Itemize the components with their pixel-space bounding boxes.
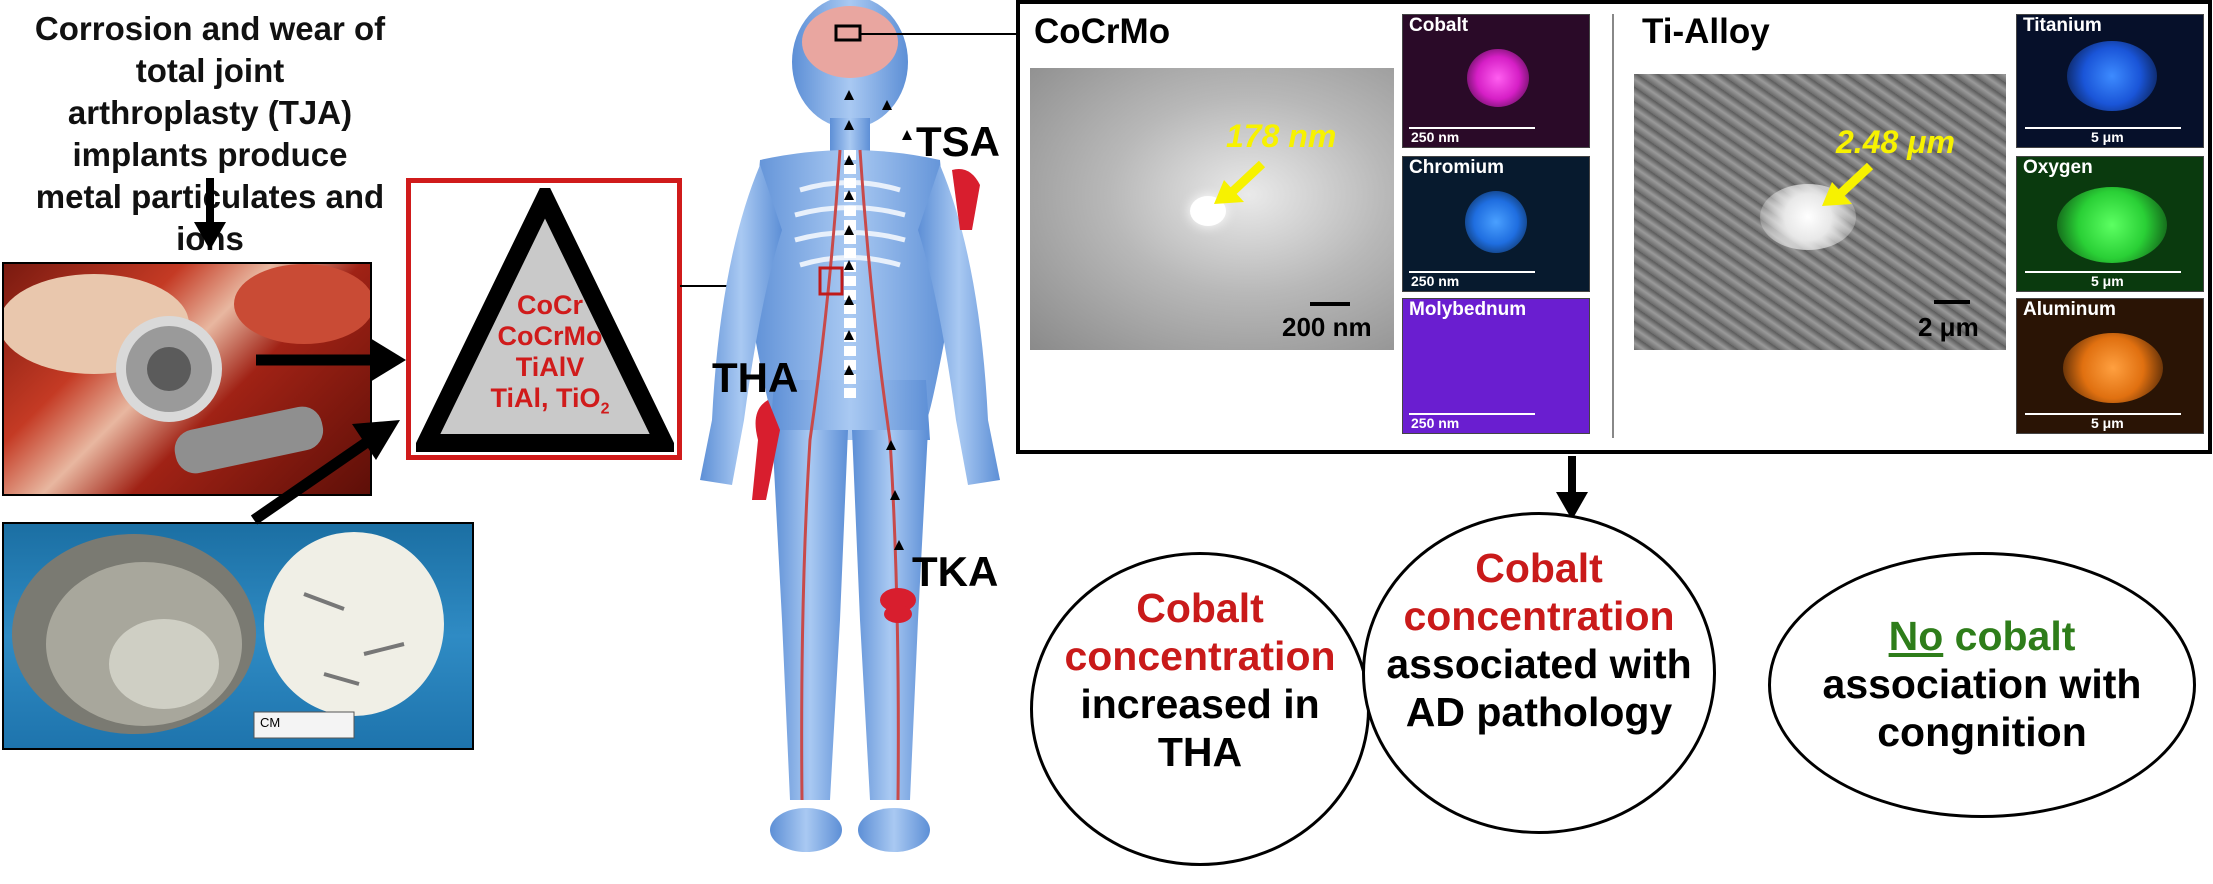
finding-cognition-blk-2: congnition	[1877, 709, 2087, 755]
finding-ad-red-2: concentration	[1403, 593, 1675, 639]
finding-tha-blk-2: THA	[1157, 729, 1243, 775]
finding-tha-red-2: concentration	[1064, 633, 1336, 679]
aluminum-scale-text: 5 μm	[2091, 415, 2124, 431]
finding-cognition-text: No cobalt association with congnition	[1768, 612, 2196, 756]
tialloy-title: Ti-Alloy	[1642, 12, 1770, 51]
intro-line-1: Corrosion and wear of total joint	[34, 10, 386, 89]
cobalt-map: Cobalt 250 nm	[1402, 14, 1590, 148]
titanium-scale-bar	[2025, 127, 2181, 129]
aluminum-map-label: Aluminum	[2023, 299, 2116, 320]
oxygen-signal	[2057, 187, 2167, 263]
implant-cups-illustration	[12, 532, 444, 739]
chromium-scale-text: 250 nm	[1411, 273, 1460, 289]
particle-types: CoCr CoCrMo TiAlV TiAl, TiO2	[460, 290, 640, 424]
cobalt-scale-text: 250 nm	[1411, 129, 1460, 145]
molybdenum-map-label: Molybednum	[1409, 299, 1527, 320]
retrieved-implants-photo: CM	[2, 522, 474, 750]
finding-cognition-ellipse	[1768, 552, 2196, 818]
chromium-map: Chromium 250 nm	[1402, 156, 1590, 292]
down-arrow-icon	[194, 178, 226, 250]
implant-photo-illustration	[4, 264, 370, 474]
particle-tialv: TiAlV	[515, 352, 585, 382]
finding-tha-blk-1: increased in	[1080, 681, 1320, 727]
oxygen-scale-text: 5 μm	[2091, 273, 2124, 289]
tialloy-sem-image	[1634, 74, 2006, 350]
tialloy-pointer-arrow-icon	[1822, 162, 1874, 206]
tialloy-scale-text: 2 μm	[1918, 312, 1979, 342]
molybdenum-map: Molybednum 250 nm	[1402, 298, 1590, 434]
titanium-scale-text: 5 μm	[2091, 129, 2124, 145]
ruler-label: CM	[260, 715, 281, 730]
label-tsa: TSA	[916, 118, 1000, 165]
cobalt-scale-bar	[1409, 127, 1535, 129]
particle-cocrmo: CoCrMo	[497, 321, 603, 351]
oxygen-map-label: Oxygen	[2023, 157, 2093, 178]
triangle-icon	[416, 188, 674, 452]
finding-ad-text: Cobalt concentration associated with AD …	[1362, 544, 1716, 736]
human-body-figure	[700, 0, 1000, 852]
cocrmo-scale-bar	[1310, 302, 1350, 306]
titanium-map: Titanium 5 μm	[2016, 14, 2204, 148]
panel-divider	[1612, 14, 1614, 438]
finding-cognition-green: No cobalt	[1888, 613, 2076, 659]
label-tha: THA	[712, 354, 799, 401]
finding-ad-red-1: Cobalt	[1475, 545, 1603, 591]
brain-to-panel-line	[860, 33, 1018, 35]
chromium-scale-bar	[1409, 271, 1535, 273]
particle-tial-tio2: TiAl, TiO2	[490, 383, 610, 418]
cocrmo-pointer-arrow-icon	[1214, 160, 1266, 204]
aluminum-map: Aluminum 5 μm	[2016, 298, 2204, 434]
finding-ad-ellipse	[1362, 512, 1716, 834]
titanium-signal	[2067, 41, 2157, 111]
oxygen-scale-bar	[2025, 271, 2181, 273]
aluminum-signal	[2063, 333, 2163, 403]
cocrmo-scale-text: 200 nm	[1282, 312, 1372, 342]
intro-line-2: arthroplasty (TJA) implants produce	[67, 94, 353, 173]
oxygen-map: Oxygen 5 μm	[2016, 156, 2204, 292]
titanium-map-label: Titanium	[2023, 15, 2102, 36]
particle-cocr: CoCr	[517, 290, 583, 320]
aluminum-scale-bar	[2025, 413, 2181, 415]
surgical-implant-photo	[2, 262, 372, 496]
finding-cognition-blk-1: association with	[1822, 661, 2142, 707]
photos-to-triangle-arrows	[250, 338, 406, 525]
chromium-signal	[1465, 191, 1527, 253]
tialloy-size-label: 2.48 μm	[1836, 124, 1955, 160]
cocrmo-size-label: 178 nm	[1226, 118, 1337, 154]
cocrmo-title: CoCrMo	[1034, 12, 1171, 51]
tialloy-scale-bar	[1934, 300, 1970, 304]
panel-down-arrow-icon	[1556, 456, 1588, 520]
molybdenum-scale-text: 250 nm	[1411, 415, 1460, 431]
cobalt-map-label: Cobalt	[1409, 15, 1469, 36]
chromium-map-label: Chromium	[1409, 157, 1504, 178]
finding-tha-text: Cobalt concentration increased in THA	[1030, 584, 1370, 776]
label-tka: TKA	[912, 548, 999, 595]
finding-ad-blk-1: associated with	[1386, 641, 1692, 687]
cobalt-signal	[1467, 49, 1529, 107]
finding-tha-red-1: Cobalt	[1136, 585, 1264, 631]
finding-ad-blk-2: AD pathology	[1405, 689, 1673, 735]
molybdenum-scale-bar	[1409, 413, 1535, 415]
